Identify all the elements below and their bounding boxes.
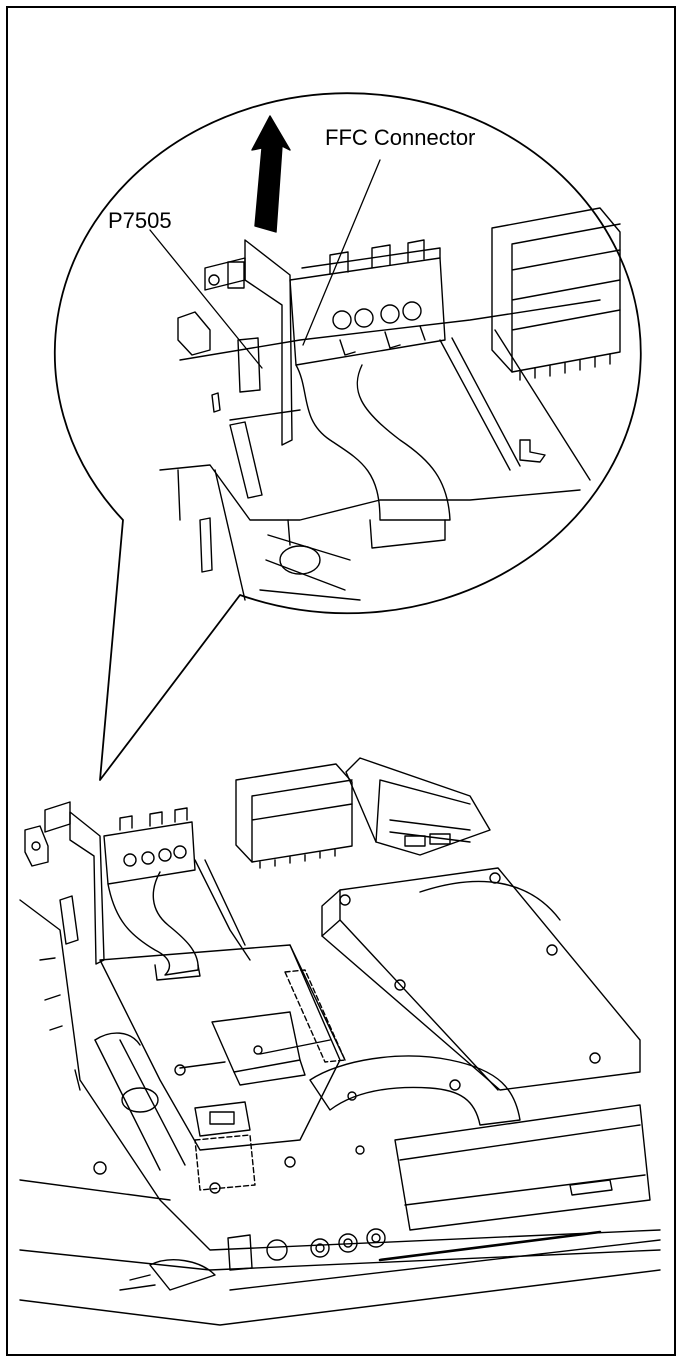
pull-direction-arrow [251, 115, 291, 233]
main-assembly [19, 757, 661, 1326]
magnifier-bubble [53, 92, 642, 781]
ffc-connector-leader [302, 159, 381, 346]
detail-view [159, 115, 621, 601]
ffc-connector-label: FFC Connector [325, 125, 476, 150]
p7505-leader [149, 229, 263, 369]
p7505-label: P7505 [108, 208, 172, 233]
diagram-frame [6, 6, 676, 1356]
